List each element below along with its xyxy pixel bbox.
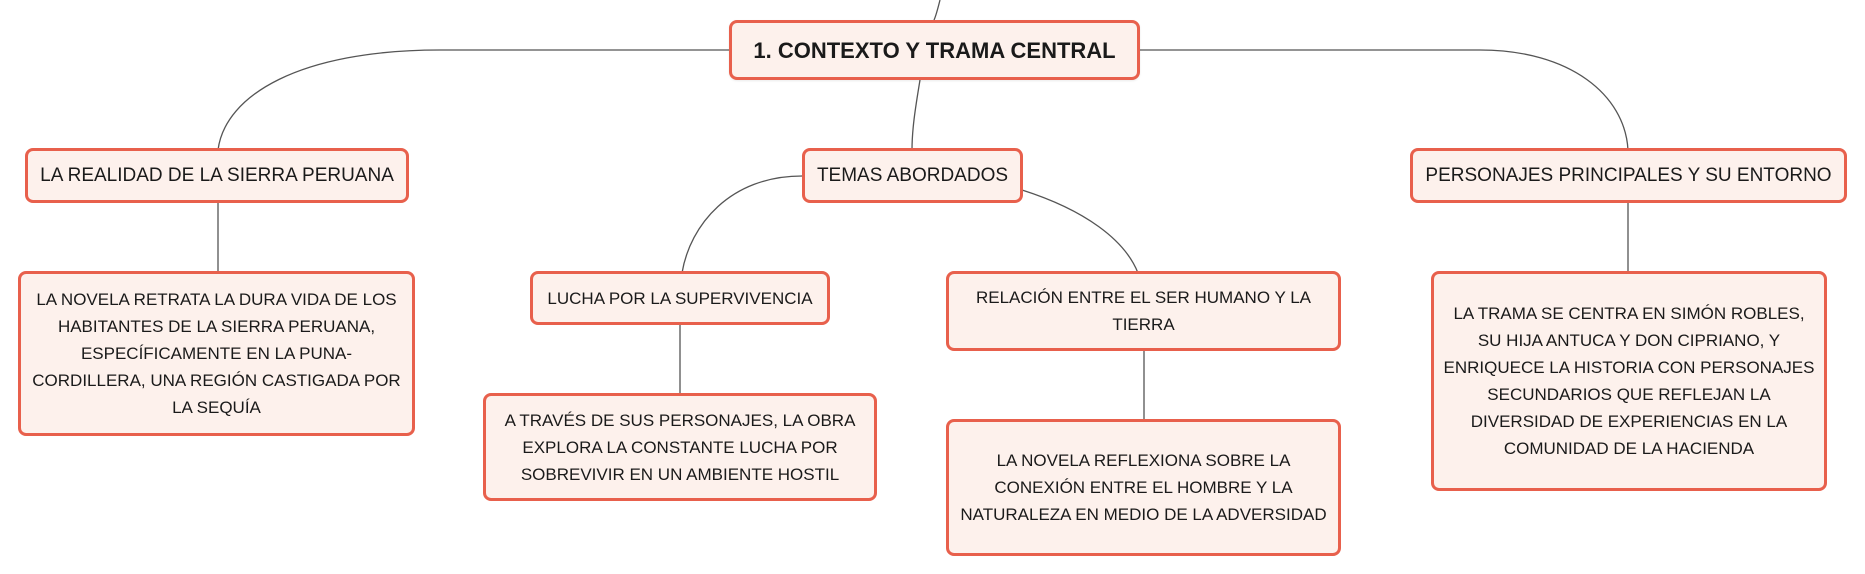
detail-relacion-ser-humano-tierra-text: LA NOVELA REFLEXIONA SOBRE LA CONEXIÓN E… — [960, 451, 1327, 524]
connector-incoming-root — [933, 0, 941, 21]
detail-lucha-supervivencia-text: A TRAVÉS DE SUS PERSONAJES, LA OBRA EXPL… — [504, 410, 856, 484]
topic-realidad-sierra-label: LA REALIDAD DE LA SIERRA PERUANA — [40, 165, 394, 186]
root-topic-label: 1. CONTEXTO Y TRAMA CENTRAL — [753, 37, 1116, 63]
detail-lucha-supervivencia[interactable]: A TRAVÉS DE SUS PERSONAJES, LA OBRA EXPL… — [483, 393, 877, 501]
subtopic-lucha-supervivencia[interactable]: LUCHA POR LA SUPERVIVENCIA — [530, 271, 830, 325]
subtopic-relacion-ser-humano-tierra[interactable]: RELACIÓN ENTRE EL SER HUMANO Y LA TIERRA — [946, 271, 1341, 351]
connector-temas-lucha — [681, 175, 803, 274]
subtopic-relacion-ser-humano-tierra-label: RELACIÓN ENTRE EL SER HUMANO Y LA TIERRA — [975, 288, 1312, 334]
detail-realidad-sierra[interactable]: LA NOVELA RETRATA LA DURA VIDA DE LOS HA… — [18, 271, 415, 436]
topic-personajes-principales[interactable]: PERSONAJES PRINCIPALES Y SU ENTORNO — [1410, 148, 1847, 203]
topic-personajes-principales-label: PERSONAJES PRINCIPALES Y SU ENTORNO — [1425, 165, 1832, 186]
root-topic[interactable]: 1. CONTEXTO Y TRAMA CENTRAL — [729, 20, 1140, 80]
connector-root-temas — [911, 79, 921, 151]
detail-relacion-ser-humano-tierra[interactable]: LA NOVELA REFLEXIONA SOBRE LA CONEXIÓN E… — [946, 419, 1341, 556]
detail-realidad-sierra-text: LA NOVELA RETRATA LA DURA VIDA DE LOS HA… — [32, 290, 401, 417]
detail-personajes-principales[interactable]: LA TRAMA SE CENTRA EN SIMÓN ROBLES, SU H… — [1431, 271, 1827, 491]
topic-temas-abordados[interactable]: TEMAS ABORDADOS — [802, 148, 1023, 203]
connector-root-sierra — [217, 49, 730, 151]
connector-temas-relacion — [1021, 189, 1139, 274]
subtopic-lucha-supervivencia-label: LUCHA POR LA SUPERVIVENCIA — [547, 288, 813, 308]
connector-root-personajes — [1140, 49, 1629, 151]
detail-personajes-principales-text: LA TRAMA SE CENTRA EN SIMÓN ROBLES, SU H… — [1443, 304, 1815, 458]
topic-temas-abordados-label: TEMAS ABORDADOS — [816, 165, 1009, 186]
topic-realidad-sierra[interactable]: LA REALIDAD DE LA SIERRA PERUANA — [25, 148, 409, 203]
